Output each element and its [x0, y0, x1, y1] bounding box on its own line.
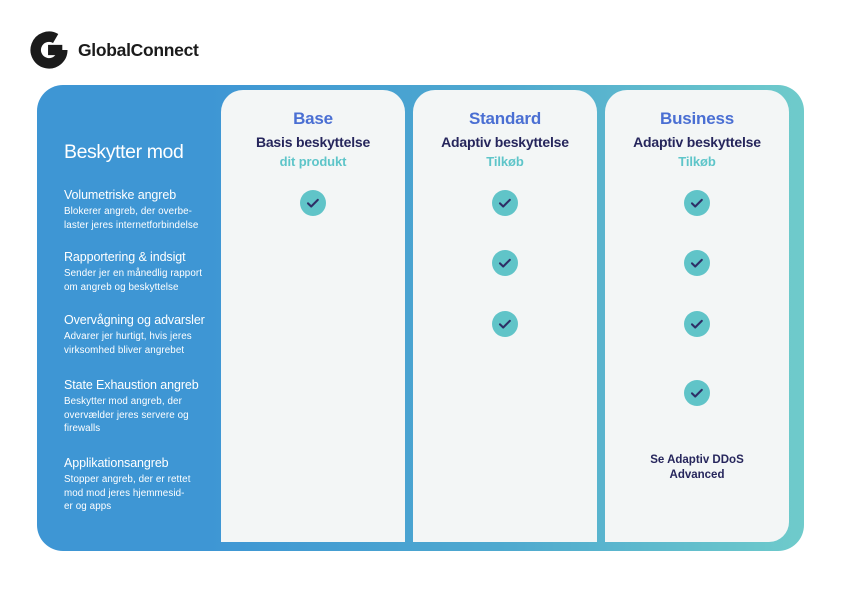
feature-title: Applikationsangreb	[64, 456, 169, 470]
check-icon	[492, 250, 518, 276]
feature-volumetriske-angreb: Volumetriske angreb Blokerer angreb, der…	[64, 188, 210, 232]
check-icon	[684, 190, 710, 216]
feature-rapportering-indsigt: Rapportering & indsigt Sender jer en mån…	[64, 250, 210, 294]
plan-subtitle: Adaptiv beskyttelse	[633, 134, 761, 150]
feature-description: Blokerer angreb, der overbe- laster jere…	[64, 206, 199, 231]
feature-title: Volumetriske angreb	[64, 188, 177, 202]
panel-heading: Beskytter mod	[64, 141, 184, 163]
check-icon	[300, 190, 326, 216]
feature-title: Rapportering & indsigt	[64, 250, 186, 264]
feature-description: Beskytter mod angreb, der overvælder jer…	[64, 396, 189, 435]
protection-comparison-panel: Beskytter mod Volumetriske angreb Bloker…	[37, 85, 804, 551]
check-icon	[492, 311, 518, 337]
plan-subtitle: Adaptiv beskyttelse	[441, 134, 569, 150]
feature-overvaagning-advarsler: Overvågning og advarsler Advarer jer hur…	[64, 313, 210, 357]
plan-tag: dit produkt	[279, 154, 347, 169]
globalconnect-logo-icon	[30, 31, 68, 69]
feature-title: State Exhaustion angreb	[64, 378, 199, 392]
feature-description: Advarer jer hurtigt, hvis jeres virksomh…	[64, 331, 192, 356]
plan-name: Business	[660, 109, 734, 128]
feature-state-exhaustion-angreb: State Exhaustion angreb Beskytter mod an…	[64, 378, 210, 436]
check-icon	[684, 250, 710, 276]
feature-description: Sender jer en månedlig rapport om angreb…	[64, 268, 203, 293]
plan-note: Se Adaptiv DDoS Advanced	[650, 454, 744, 481]
feature-applikationsangreb: Applikationsangreb Stopper angreb, der e…	[64, 456, 210, 514]
plan-card-business: Business Adaptiv beskyttelse Tilkøb Se A…	[605, 90, 789, 542]
feature-title: Overvågning og advarsler	[64, 313, 205, 327]
plan-tag: Tilkøb	[678, 154, 716, 169]
feature-description: Stopper angreb, der er rettet mod mod je…	[64, 474, 191, 513]
plan-card-base: Base Basis beskyttelse dit produkt	[221, 90, 405, 542]
brand-logo: GlobalConnect	[30, 31, 199, 69]
brand-name: GlobalConnect	[78, 39, 199, 60]
plan-name: Standard	[468, 109, 542, 128]
plan-subtitle: Basis beskyttelse	[255, 134, 371, 150]
plan-tag: Tilkøb	[486, 154, 524, 169]
check-icon	[684, 311, 710, 337]
plan-card-standard: Standard Adaptiv beskyttelse Tilkøb	[413, 90, 597, 542]
plan-name: Base	[293, 109, 333, 128]
check-icon	[684, 380, 710, 406]
check-icon	[492, 190, 518, 216]
